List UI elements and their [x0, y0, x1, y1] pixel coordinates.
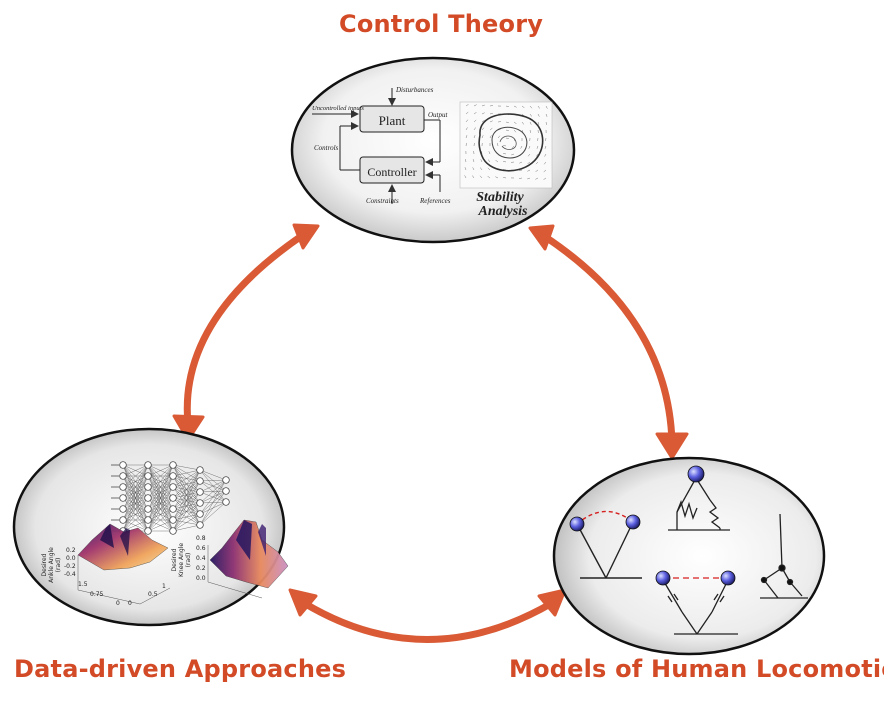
ankle-tick: 0.0: [66, 555, 76, 562]
output-label: Output: [428, 111, 449, 119]
locomotion-title: Models of Human Locomotion: [509, 655, 884, 683]
nn-neuron: [197, 511, 204, 518]
ankle-x-tick: 1: [162, 583, 166, 590]
nn-neuron: [120, 517, 127, 524]
nn-neuron: [197, 489, 204, 496]
nn-neuron: [197, 478, 204, 485]
nn-neuron: [145, 484, 152, 491]
svg-text:Desired: Desired: [171, 548, 178, 571]
svg-text:Desired: Desired: [41, 553, 48, 576]
nn-neuron: [170, 484, 177, 491]
data-driven-title: Data-driven Approaches: [14, 655, 346, 683]
ankle-x-tick: 0: [116, 600, 120, 607]
arrow-top-left: [174, 225, 318, 440]
knee-tick: 0.2: [196, 565, 206, 572]
ankle-tick: -0.2: [64, 563, 76, 570]
ankle-tick: 0.2: [66, 547, 76, 554]
svg-text:(rad): (rad): [185, 553, 192, 568]
arrow-bottom: [290, 590, 565, 640]
nn-neuron: [170, 517, 177, 524]
svg-text:(rad): (rad): [55, 558, 62, 573]
uncontrolled-inputs-label: Uncontrolled inputs: [312, 105, 364, 112]
nn-neuron: [145, 506, 152, 513]
nn-neuron: [170, 495, 177, 502]
nn-neuron: [170, 506, 177, 513]
stability-label-line2: Analysis: [477, 204, 528, 219]
svg-text:Ankle Angle: Ankle Angle: [48, 547, 55, 583]
knee-tick: 0.6: [196, 545, 206, 552]
knee-tick: 0.0: [196, 575, 206, 582]
knee-tick: 0.4: [196, 555, 206, 562]
nn-neuron: [197, 500, 204, 507]
nn-neuron: [223, 488, 230, 495]
ankle-tick: -0.4: [64, 571, 76, 578]
phase-portrait: [460, 102, 552, 188]
nn-neuron: [170, 462, 177, 469]
stability-label-line1: Stability: [476, 190, 524, 205]
references-label: References: [419, 197, 451, 205]
nn-neuron: [120, 462, 127, 469]
nn-neuron: [145, 495, 152, 502]
nn-neuron: [120, 495, 127, 502]
controller-label: Controller: [367, 165, 416, 179]
nn-neuron: [145, 517, 152, 524]
ankle-x-tick: 1.5: [78, 581, 88, 588]
ankle-x-tick: 0: [128, 600, 132, 607]
locomotion-models-panel: [554, 458, 824, 654]
nn-neuron: [120, 484, 127, 491]
ankle-x-tick: 0.5: [148, 591, 158, 598]
nn-neuron: [170, 528, 177, 535]
controls-label: Controls: [314, 144, 339, 152]
svg-text:Knee Angle: Knee Angle: [178, 543, 185, 577]
arrow-top-right: [530, 226, 687, 458]
nn-neuron: [223, 499, 230, 506]
nn-neuron: [197, 467, 204, 474]
nn-neuron: [145, 473, 152, 480]
nn-neuron: [120, 473, 127, 480]
nn-neuron: [120, 506, 127, 513]
nn-neuron: [197, 522, 204, 529]
nn-neuron: [145, 462, 152, 469]
control-theory-title: Control Theory: [339, 10, 543, 38]
nn-neuron: [170, 473, 177, 480]
nn-neuron: [145, 528, 152, 535]
ankle-x-tick: 0.75: [90, 591, 104, 598]
nn-neuron: [223, 477, 230, 484]
plant-label: Plant: [379, 113, 406, 128]
constraints-label: Constraints: [366, 197, 399, 205]
knee-tick: 0.8: [196, 535, 206, 542]
disturbances-label: Disturbances: [395, 86, 434, 94]
